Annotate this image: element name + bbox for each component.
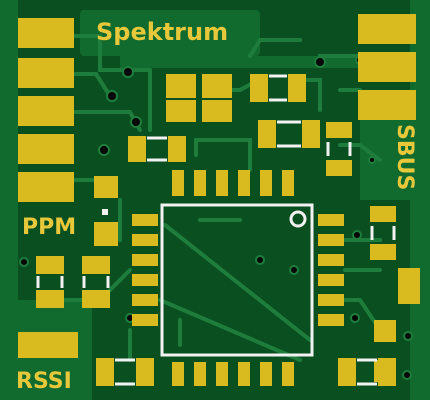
silkscreen-dot <box>102 209 108 215</box>
chip-pads-top <box>172 170 294 196</box>
chip-pads-right <box>318 214 344 326</box>
chip-outline <box>160 203 314 357</box>
smd-pads <box>36 74 420 386</box>
label-spektrum: Spektrum <box>96 18 228 46</box>
label-sbus: SBUS <box>392 124 417 190</box>
label-ppm: PPM <box>22 215 76 240</box>
chip-pin1-marker <box>289 210 307 228</box>
right-connector-pads <box>358 14 416 120</box>
label-rssi: RSSI <box>16 369 72 394</box>
silkscreen-marks <box>36 74 396 386</box>
left-connector-pads <box>18 18 78 358</box>
chip-pads-bottom <box>172 362 294 386</box>
chip-pads-left <box>132 214 158 326</box>
